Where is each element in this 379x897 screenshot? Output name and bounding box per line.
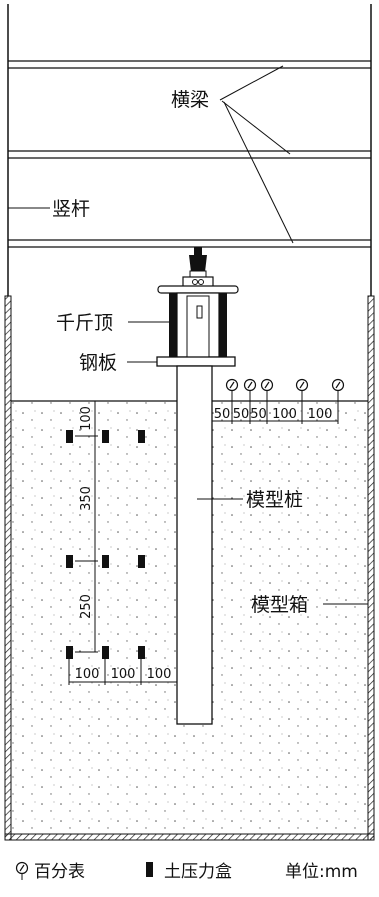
vertical-dimension-label: 250 [79,594,94,619]
pressure-cell [102,430,109,443]
dial-gauges [225,378,345,401]
pressure-cell [66,555,73,568]
crossbeam-2 [8,150,371,159]
gauge-spacing-label: 100 [308,407,333,422]
pressure-cell [102,555,109,568]
jack-label: 千斤顶 [56,312,113,334]
steel-plate [156,356,236,367]
pressure-cell [66,646,73,659]
dial-gauge-2 [243,378,257,401]
horizontal-dimension: 100 100 100 [68,659,178,685]
vertical-rod-label: 竖杆 [52,198,90,220]
dial-gauge-legend-icon [15,861,29,880]
vertical-dimension-label: 100 [79,406,94,431]
crossbeam-3 [8,239,371,248]
dial-gauge-5 [331,378,345,401]
horizontal-dimension-label: 100 [111,667,136,682]
box-left-wall [4,295,12,841]
horizontal-dimension-label: 100 [147,667,172,682]
dial-gauge-legend-label: 百分表 [34,862,85,882]
unit-label: 单位:mm [285,862,358,882]
pressure-cell-legend-icon [146,862,153,877]
gauge-spacing-label: 50 [233,407,250,422]
reaction-frame [7,4,372,296]
jack-assembly [157,247,239,358]
crossbeam-label: 横梁 [171,89,209,111]
pressure-cell [66,430,73,443]
pressure-cell [138,555,145,568]
crossbeam-1 [8,60,371,69]
pressure-cell [102,646,109,659]
vertical-dimension-label: 350 [79,486,94,511]
gauge-spacing-label: 50 [250,407,267,422]
gauge-spacing-dimension: 50 50 50 100 100 [211,401,339,424]
pressure-cell [138,646,145,659]
horizontal-dimension-label: 100 [75,667,100,682]
pressure-cell [138,430,145,443]
steel-plate-label: 钢板 [79,352,117,374]
box-right-wall [367,295,375,841]
leader-lines [8,65,368,605]
legend: 百分表 土压力盒 单位:mm [15,861,358,882]
model-box-label: 模型箱 [251,594,308,616]
dial-gauge-1 [225,378,239,401]
pressure-cell-legend-label: 土压力盒 [164,862,232,882]
gauge-spacing-label: 50 [214,407,231,422]
gauge-spacing-label: 100 [272,407,297,422]
vertical-dimension: 100 350 250 [75,400,98,653]
earth-pressure-cells [66,430,145,659]
dial-gauge-4 [295,378,309,401]
model-pile-label: 模型桩 [246,489,303,511]
dial-gauge-3 [260,378,274,401]
model-pile [176,365,213,725]
box-bottom [4,833,375,841]
